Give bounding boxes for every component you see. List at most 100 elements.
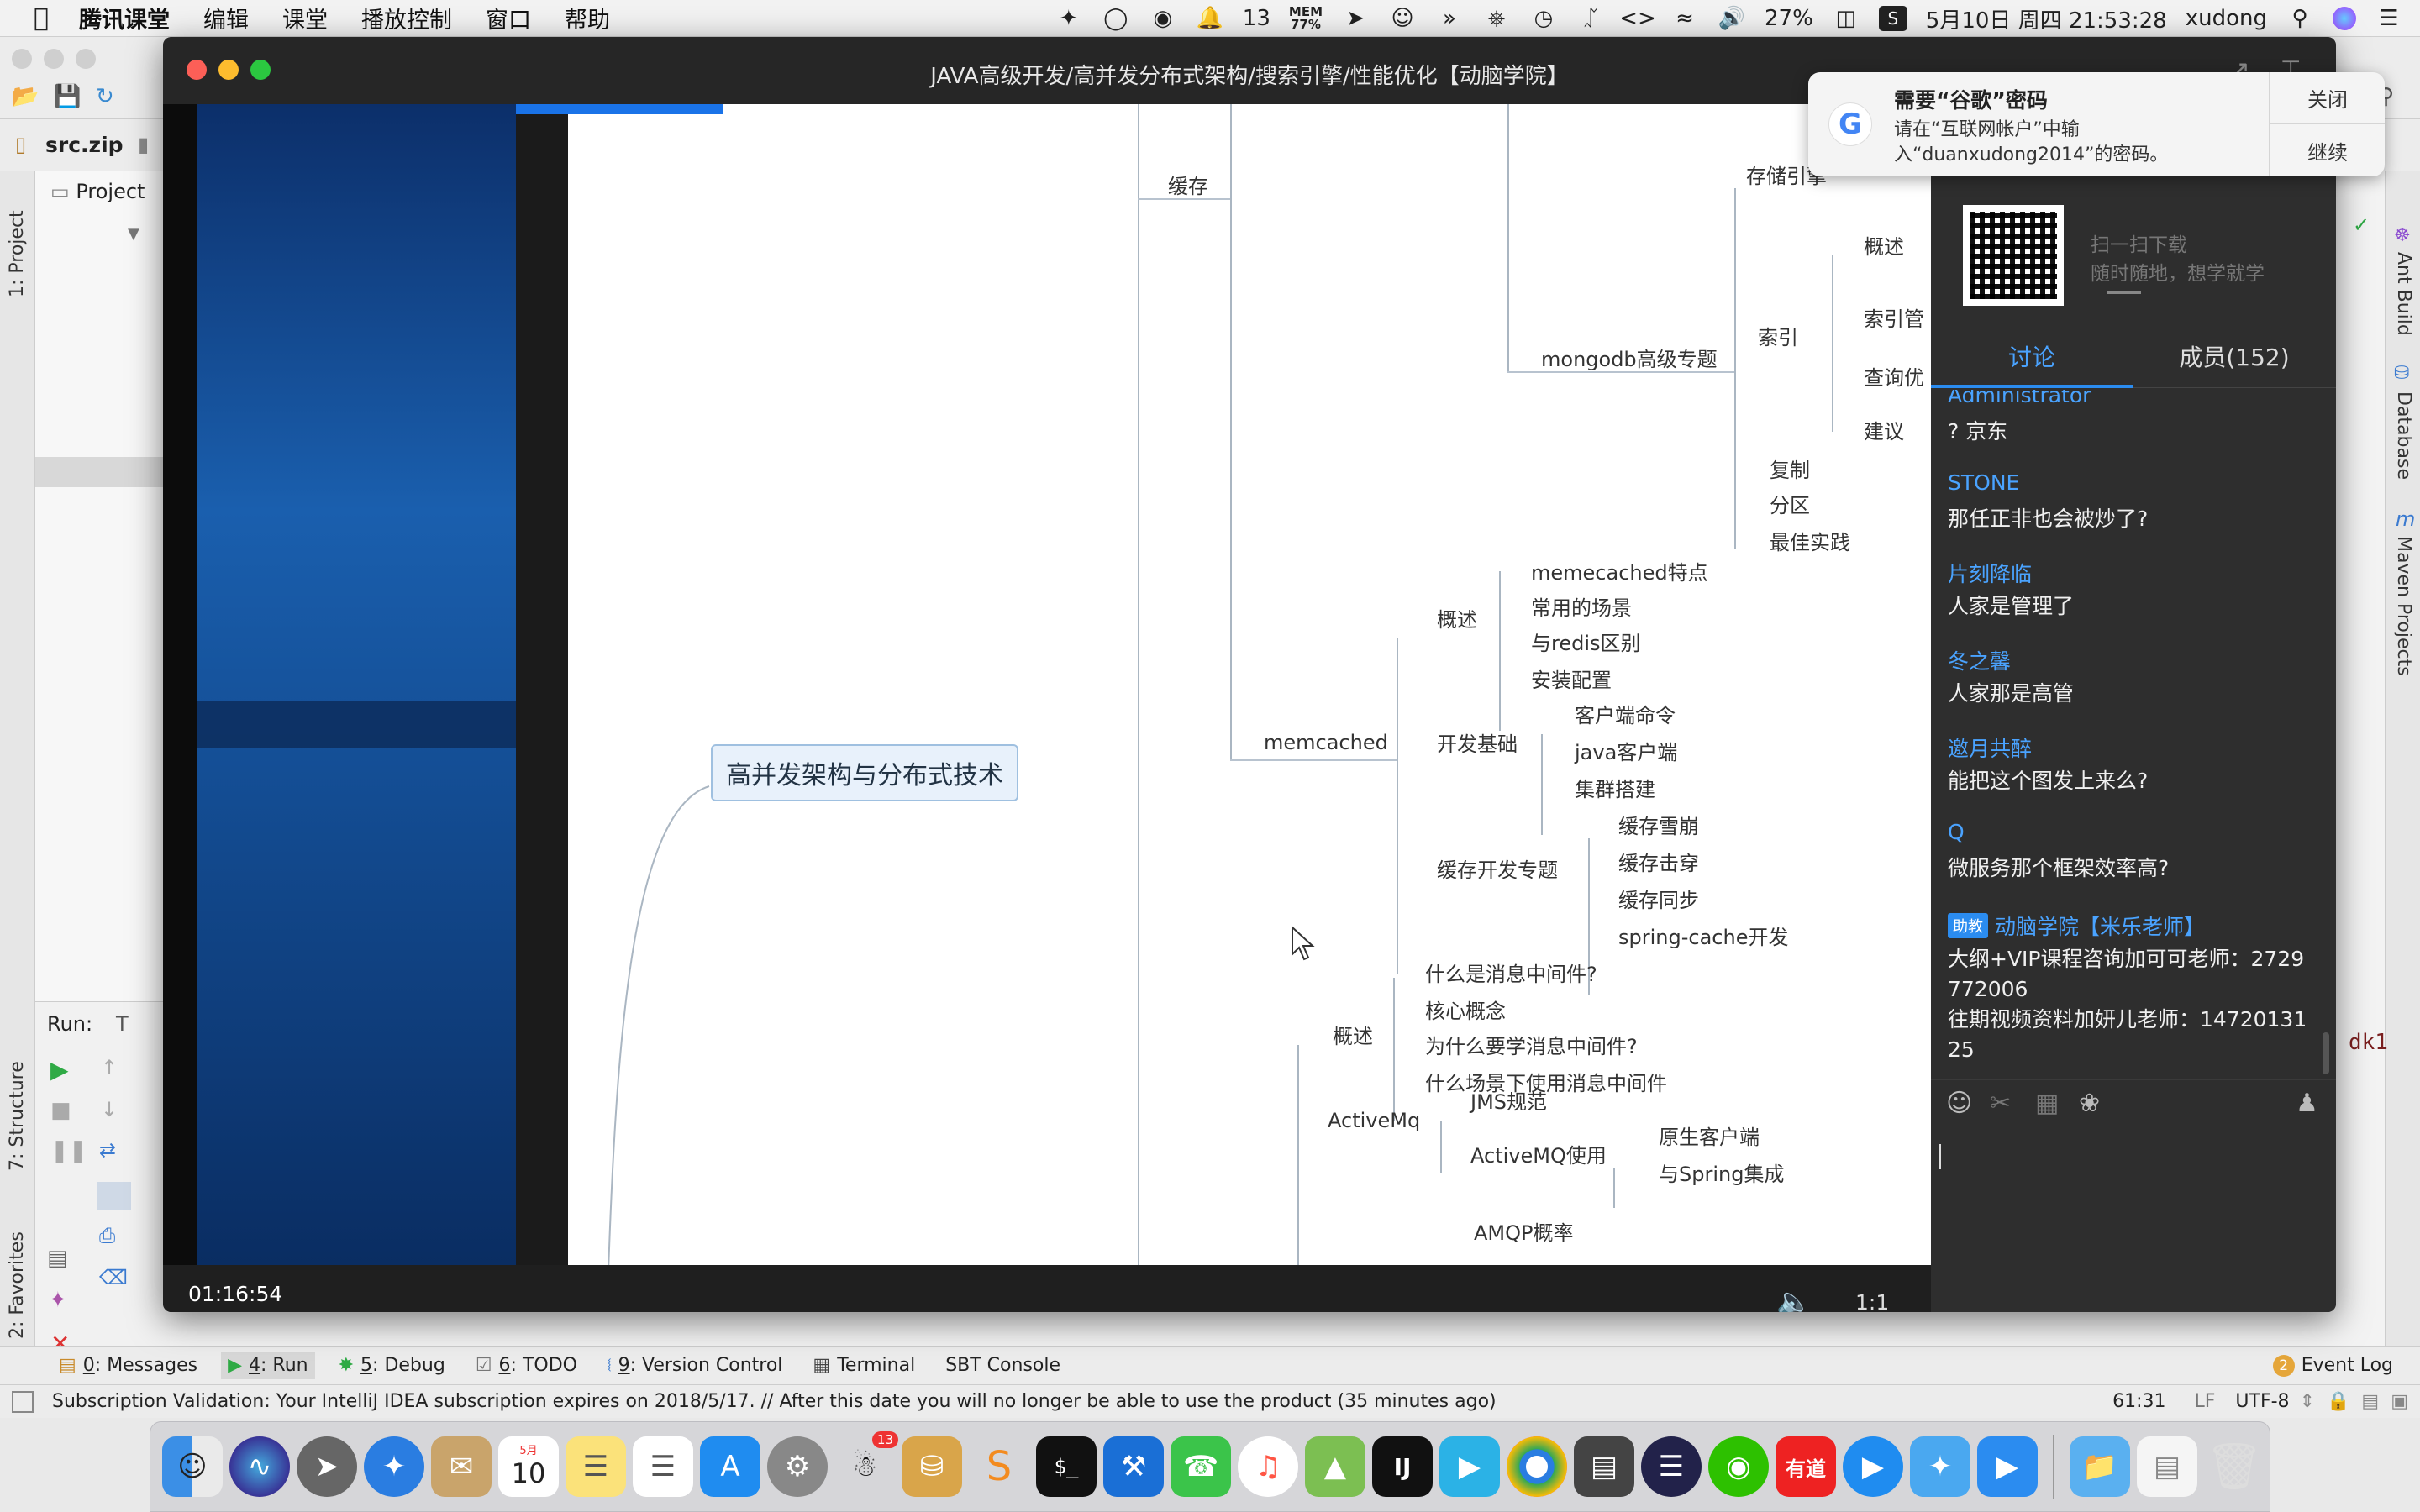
chat-author[interactable]: 冬之馨 — [1948, 649, 2012, 674]
menu-window[interactable]: 窗口 — [471, 8, 531, 34]
lock-icon[interactable]: 🔒 — [2327, 1391, 2350, 1412]
node-vs-redis[interactable]: 与redis区别 — [1531, 632, 1641, 655]
node-activemq-use[interactable]: ActiveMQ使用 — [1470, 1144, 1607, 1168]
bell-icon[interactable]: 🔔 — [1196, 6, 1223, 31]
node-mongodb[interactable]: mongodb高级专题 — [1541, 348, 1718, 371]
player-icon[interactable]: ▶ — [1439, 1436, 1500, 1497]
eclipse-icon[interactable]: ☰ — [1641, 1436, 1702, 1497]
stop-icon[interactable]: ■ — [50, 1098, 71, 1123]
clock[interactable]: 5月10日 周四 21:53:28 — [1925, 8, 2167, 34]
node-index-manage[interactable]: 索引管 — [1864, 307, 1924, 331]
tool-version-control[interactable]: ⧙9: Version Control — [601, 1352, 789, 1379]
arrows-icon[interactable]: » — [1443, 6, 1456, 31]
cursor-position[interactable]: 61:31 — [2112, 1391, 2166, 1412]
chat-author[interactable]: STONE — [1948, 470, 2020, 495]
volume-icon[interactable]: 🔊 — [1718, 6, 1746, 31]
tool-todo[interactable]: ☑6: TODO — [469, 1352, 584, 1379]
system-preferences-icon[interactable]: ⚙ — [767, 1436, 828, 1497]
node-spring-cache[interactable]: spring-cache开发 — [1618, 926, 1789, 949]
chrome-icon[interactable] — [1507, 1436, 1567, 1497]
intellij-icon[interactable]: IJ — [1372, 1436, 1433, 1497]
ide-zoom-button[interactable] — [76, 49, 96, 69]
sublime-dock-icon[interactable]: S — [986, 1443, 1013, 1490]
apple-menu-icon[interactable]:  — [34, 3, 49, 33]
calendar-icon[interactable]: 5月 10 — [498, 1436, 559, 1497]
video-close-button[interactable] — [187, 60, 207, 80]
menu-edit[interactable]: 编辑 — [188, 8, 249, 34]
tool-sbt-console[interactable]: SBT Console — [939, 1352, 1067, 1379]
node-dev-basics[interactable]: 开发基础 — [1437, 732, 1518, 756]
node-cache-dev[interactable]: 缓存开发专题 — [1437, 858, 1558, 882]
ide-minimize-button[interactable] — [44, 49, 64, 69]
notification-center-icon[interactable]: ☰ — [2379, 6, 2399, 31]
favorites-tool-tab[interactable]: 2: Favorites — [7, 1231, 28, 1339]
bird-icon[interactable]: ✦ — [1059, 6, 1078, 31]
ghost-icon[interactable]: ☺ — [1391, 6, 1414, 31]
wechat-dock-icon[interactable]: ◉ — [1708, 1436, 1769, 1497]
node-memcached-features[interactable]: memecached特点 — [1531, 561, 1708, 585]
youdao-icon[interactable]: 有道 — [1776, 1436, 1836, 1497]
node-cache-penetration[interactable]: 缓存击穿 — [1618, 852, 1699, 875]
app-store-icon[interactable]: A — [700, 1436, 760, 1497]
aspect-ratio-button[interactable]: 1:1 — [1855, 1290, 1890, 1312]
node-best-practice[interactable]: 最佳实践 — [1770, 531, 1850, 554]
node-index[interactable]: 索引 — [1758, 326, 1798, 349]
node-install-config[interactable]: 安装配置 — [1531, 669, 1612, 692]
terminal-dock-icon[interactable]: $_ — [1036, 1436, 1097, 1497]
chat-author[interactable]: Q — [1948, 820, 1965, 844]
node-use-cases[interactable]: 常用的场景 — [1531, 596, 1632, 620]
layout-icon[interactable]: ▤ — [47, 1246, 68, 1271]
up-arrow-icon[interactable]: ↑ — [101, 1056, 118, 1079]
video-minimize-button[interactable] — [218, 60, 239, 80]
pause-icon[interactable]: ❚❚ — [50, 1138, 87, 1163]
spotlight-icon[interactable]: ⚲ — [2291, 6, 2308, 31]
node-index-query[interactable]: 查询优 — [1864, 366, 1924, 390]
video-zoom-button[interactable] — [250, 60, 271, 80]
node-when-mq[interactable]: 什么场景下使用消息中间件 — [1425, 1072, 1667, 1095]
mail-icon[interactable]: ✉ — [431, 1436, 492, 1497]
node-what-is-mq[interactable]: 什么是消息中间件? — [1425, 963, 1597, 986]
siri-dock-icon[interactable]: ∿ — [229, 1436, 290, 1497]
node-sharding[interactable]: 分区 — [1770, 494, 1810, 517]
chat-author[interactable]: 邀月共醉 — [1948, 737, 2033, 761]
finder-icon[interactable]: ☺ — [162, 1436, 223, 1497]
mic-icon[interactable]: ⎈ — [1487, 5, 1506, 31]
notification-continue-button[interactable]: 继续 — [2307, 140, 2348, 165]
run-tab[interactable]: T — [116, 1012, 129, 1036]
tencent-class-dock-icon[interactable]: ▶ — [1977, 1436, 2038, 1497]
database-tab[interactable]: Database — [2393, 391, 2414, 480]
trash-dock-icon[interactable]: 🗑 — [2205, 1440, 2264, 1493]
chat-author[interactable]: Administrator — [1948, 390, 2091, 407]
safari-icon[interactable]: ✦ — [364, 1436, 424, 1497]
assistant-name[interactable]: 动脑学院【米乐老师】 — [1995, 915, 2206, 939]
maven-projects-tab[interactable]: Maven Projects — [2393, 536, 2414, 676]
itunes-icon[interactable]: ♫ — [1238, 1436, 1298, 1497]
node-core-concepts[interactable]: 核心概念 — [1425, 1000, 1506, 1023]
node-why-mq[interactable]: 为什么要学消息中间件? — [1425, 1035, 1638, 1058]
node-jms[interactable]: JMS规范 — [1470, 1090, 1548, 1114]
file-encoding[interactable]: UTF-8 — [2235, 1391, 2290, 1412]
volume-control-icon[interactable]: 🔈 — [1776, 1285, 1812, 1312]
user-name[interactable]: xudong — [2185, 6, 2267, 31]
downloads-folder-icon[interactable]: 📁 — [2070, 1436, 2130, 1497]
scroll-to-end-icon[interactable] — [97, 1182, 131, 1210]
node-amqp[interactable]: AMQP概率 — [1474, 1221, 1574, 1245]
xcode-icon[interactable]: ⚒ — [1103, 1436, 1164, 1497]
launchpad-icon[interactable]: ➤ — [297, 1436, 357, 1497]
flower-icon[interactable]: ❀ — [2079, 1089, 2101, 1118]
documents-stack-icon[interactable]: ▤ — [2137, 1436, 2197, 1497]
google-password-notification[interactable]: G 需要“谷歌”密码 请在“互联网帐户”中输 入“duanxudong2014”… — [1808, 72, 2385, 176]
menu-classroom[interactable]: 课堂 — [267, 8, 328, 34]
time-machine-icon[interactable]: ◷ — [1534, 6, 1554, 31]
user-settings-icon[interactable]: ♟ — [2296, 1089, 2318, 1118]
battery-icon[interactable]: ◫ — [1835, 6, 1857, 31]
menu-playback[interactable]: 播放控制 — [346, 8, 452, 34]
print-icon[interactable]: ⎙ — [99, 1224, 116, 1247]
node-client-commands[interactable]: 客户端命令 — [1575, 704, 1676, 727]
line-separator[interactable]: LF — [2194, 1391, 2216, 1412]
mindmap-root-node[interactable]: 高并发架构与分布式技术 — [711, 744, 1018, 801]
wifi-icon[interactable]: ≈ — [1676, 6, 1694, 31]
tool-messages[interactable]: ▤0: Messages — [52, 1352, 204, 1379]
tab-members[interactable]: 成员(152) — [2179, 344, 2290, 371]
